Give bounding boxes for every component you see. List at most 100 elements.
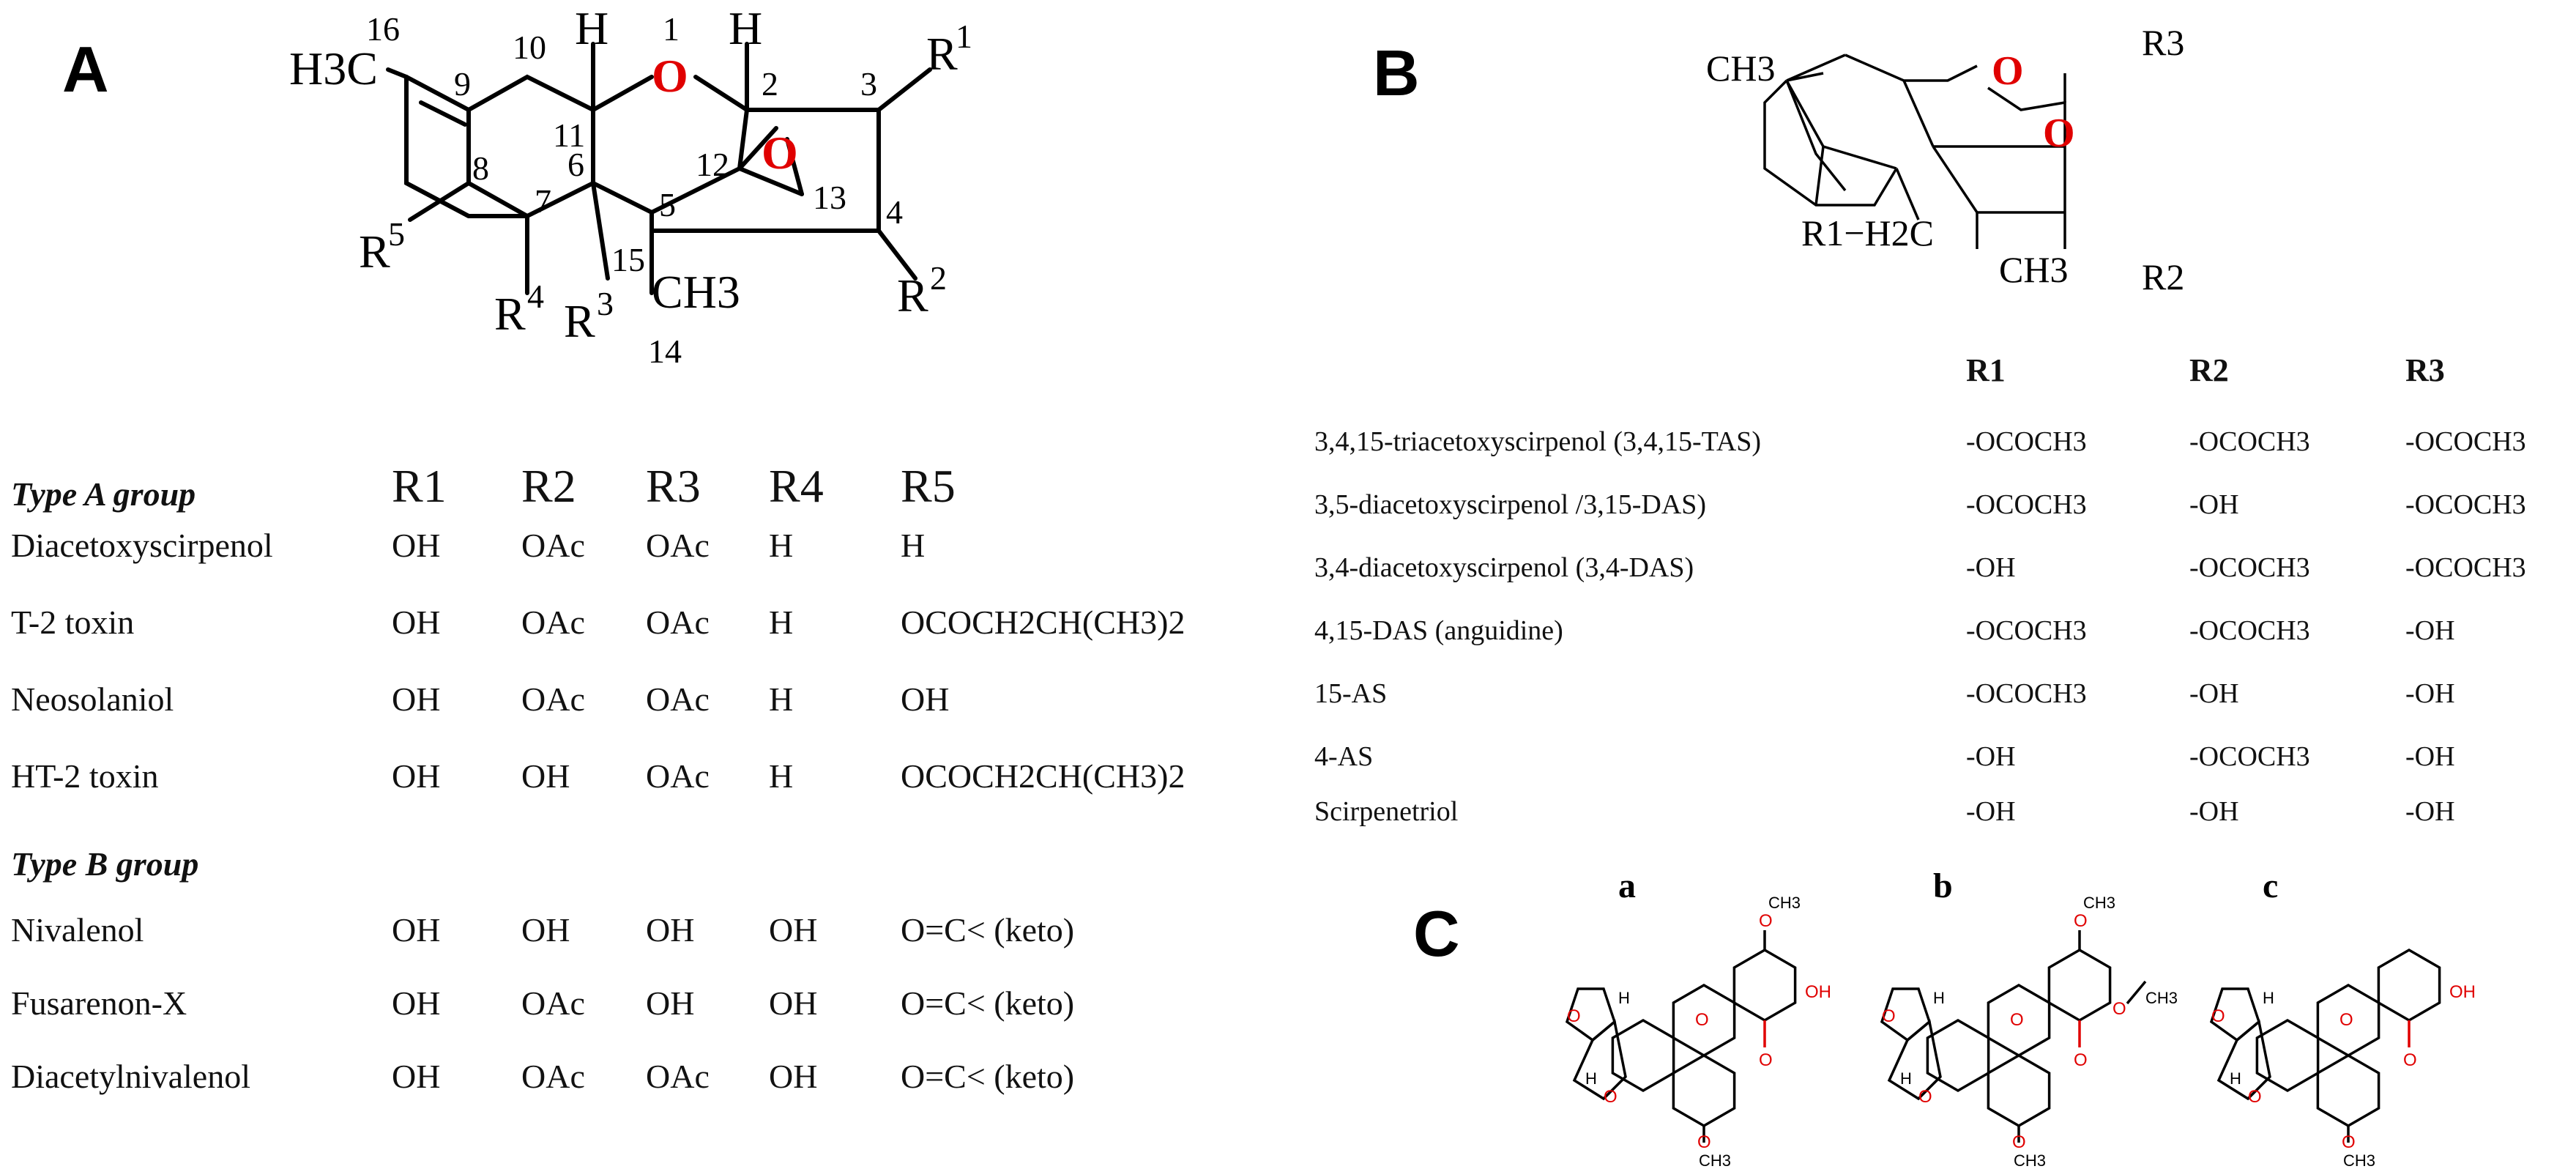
h-label: H — [1900, 1069, 1912, 1088]
table-b-cell: -OH — [1966, 741, 2016, 772]
o-label: O — [1918, 1087, 1932, 1107]
svg-text:7: 7 — [535, 182, 551, 220]
svg-text:6: 6 — [567, 146, 584, 183]
table-b-compound: 3,4,15-triacetoxyscirpenol (3,4,15-TAS) — [1314, 426, 1761, 457]
ome-top-ch3-label: CH3 — [1768, 894, 1801, 912]
oh-label: OH — [1805, 982, 1831, 1002]
svg-text:1: 1 — [956, 18, 972, 55]
panel-label-a: A — [62, 33, 109, 105]
ester-o-label: O — [2112, 999, 2126, 1019]
acetyl-bond — [2126, 980, 2147, 1005]
table-a-compound: Diacetoxyscirpenol — [11, 527, 273, 564]
table-a-compound: Neosolaniol — [11, 680, 174, 718]
o-label: O — [2211, 1006, 2225, 1026]
table-b-header-3: R3 — [2405, 352, 2445, 388]
table-a-compound: Nivalenol — [11, 911, 144, 949]
table-b-cell: -OH — [2405, 678, 2455, 709]
ome-top-o-label: O — [1759, 911, 1773, 931]
ring — [1672, 1053, 1736, 1128]
table-a-cell: OH — [392, 757, 440, 795]
panel-label-b: B — [1373, 37, 1420, 109]
table-a-cell: O=C< (keto) — [901, 1058, 1074, 1095]
furan-ring — [2216, 1019, 2271, 1101]
structure-c-label: b — [1933, 866, 1953, 905]
structure-b: CH3 O O R3 R2 R1−H2C CH3 — [1706, 22, 2184, 297]
b-ch3-label: CH3 — [1706, 48, 1775, 89]
table-a-compound: Diacetylnivalenol — [11, 1058, 250, 1095]
table-a-cell: OH — [769, 1058, 817, 1095]
table-a-cell: OAc — [646, 680, 710, 718]
o-label: O — [2339, 1010, 2353, 1030]
o-label: O — [2248, 1087, 2262, 1107]
svg-text:8: 8 — [472, 149, 489, 187]
r4-label: R — [494, 288, 526, 340]
b-oxygen-epoxide-label: O — [2043, 111, 2075, 156]
table-b-cell: -OCOCH3 — [1966, 426, 2087, 457]
table-b-cell: -OCOCH3 — [1966, 678, 2087, 709]
r5-label: R — [359, 226, 390, 278]
svg-text:3: 3 — [860, 65, 877, 103]
table-b-cell: -OCOCH3 — [2189, 426, 2310, 457]
table-a-cell: OAc — [521, 527, 585, 564]
table-a-cell: OAc — [521, 680, 585, 718]
table-b-cell: -OCOCH3 — [1966, 489, 2087, 520]
svg-text:2: 2 — [762, 65, 778, 103]
ome-o-label: O — [1697, 1132, 1711, 1152]
structure-c-label: a — [1618, 866, 1636, 905]
table-b-cell: -OH — [1966, 796, 2016, 827]
table-a-cell: OH — [769, 984, 817, 1022]
o-label: O — [1882, 1006, 1896, 1026]
table-a-cell: OH — [392, 1058, 440, 1095]
svg-text:5: 5 — [388, 215, 405, 253]
b-r2-label: R2 — [2142, 256, 2184, 297]
svg-text:1: 1 — [663, 10, 680, 48]
table-a-cell: OCOCH2CH(CH3)2 — [901, 757, 1185, 795]
table-a-header-3: R3 — [646, 460, 701, 512]
ring — [1611, 1018, 1675, 1093]
table-a-cell: H — [769, 680, 793, 718]
oxygen-epoxide-label: O — [762, 127, 798, 179]
table-b-cell: -OCOCH3 — [1966, 615, 2087, 646]
table-a-header-2: R2 — [521, 460, 576, 512]
oh-label: OH — [2449, 982, 2476, 1002]
svg-text:5: 5 — [659, 186, 676, 223]
table-a-compound: HT-2 toxin — [11, 757, 158, 795]
svg-text:4: 4 — [527, 278, 544, 315]
table-b-cell: -OCOCH3 — [2405, 489, 2526, 520]
table-b-cell: -OH — [1966, 552, 2016, 583]
table-b-compound: 3,5-diacetoxyscirpenol /3,15-DAS) — [1314, 489, 1706, 520]
table-a-compound: Fusarenon-X — [11, 984, 187, 1022]
ring — [1987, 1053, 2051, 1128]
b-ch3b-label: CH3 — [1999, 249, 2068, 290]
table-b-cell: -OCOCH3 — [2189, 741, 2310, 772]
ring — [1732, 948, 1797, 1023]
table-a-cell: OH — [392, 604, 440, 641]
table-b-compound: Scirpenetriol — [1314, 796, 1458, 827]
structure-c-label: c — [2263, 866, 2278, 905]
table-a-cell: H — [769, 604, 793, 641]
svg-text:13: 13 — [813, 179, 846, 216]
h-label-11: H — [575, 2, 608, 54]
furan-ring — [1572, 1019, 1627, 1101]
svg-text:3: 3 — [597, 285, 614, 322]
keto-o-label: O — [2403, 1050, 2417, 1070]
ome-ch3-label: CH3 — [1699, 1151, 1731, 1169]
table-b-cell: -OH — [2189, 796, 2239, 827]
b-oxygen-label: O — [1992, 48, 2024, 94]
ome-o-label: O — [2342, 1132, 2356, 1152]
table-b-cell: -OH — [2405, 741, 2455, 772]
h-label: H — [1585, 1069, 1597, 1088]
ring — [2377, 948, 2441, 1023]
table-a-cell: OH — [392, 527, 440, 564]
table-a-cell: H — [769, 757, 793, 795]
table-b-cell: -OCOCH3 — [2405, 552, 2526, 583]
table-a-header-4: R4 — [769, 460, 824, 512]
svg-text:10: 10 — [513, 29, 546, 66]
table-a-cell: OH — [392, 680, 440, 718]
h-label: H — [2263, 989, 2274, 1007]
